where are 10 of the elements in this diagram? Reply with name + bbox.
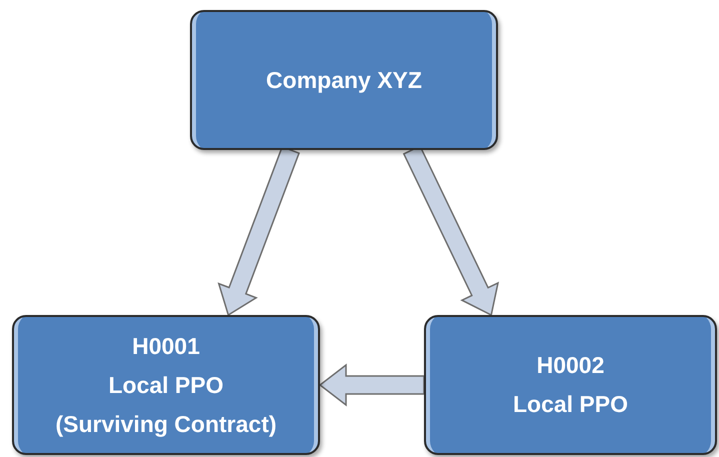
box-label: H0002 [536, 352, 604, 379]
box-label: Company XYZ [266, 66, 422, 94]
box-label: H0001 [132, 332, 200, 360]
block-arrow [318, 363, 425, 407]
process-box [12, 315, 320, 455]
box-label: (Surviving Contract) [55, 410, 277, 438]
box-label: Local PPO [512, 391, 628, 418]
process-box [190, 10, 498, 150]
process-box [424, 315, 717, 455]
box-label: Local PPO [108, 372, 224, 398]
